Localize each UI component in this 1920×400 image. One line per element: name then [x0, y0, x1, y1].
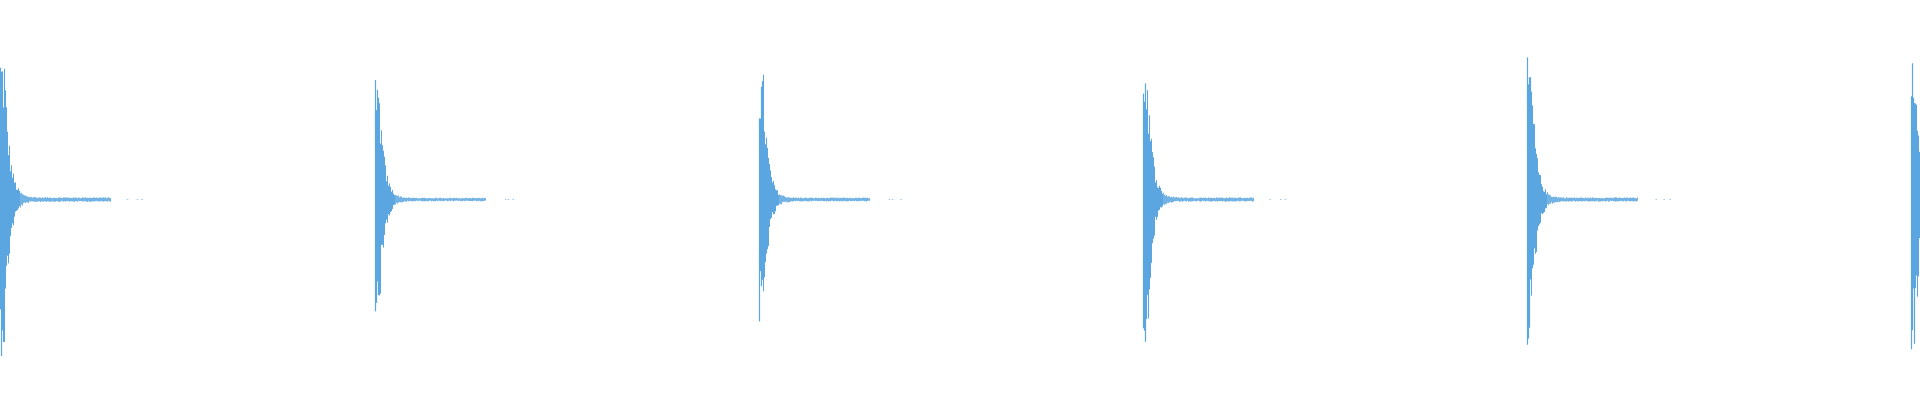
waveform-trail-dot: [512, 199, 514, 200]
waveform-pulse: [758, 74, 902, 322]
waveform-trail-dot: [505, 199, 507, 200]
waveform-pulse: [374, 80, 514, 312]
waveform-trail-dot: [1280, 199, 1282, 200]
waveform-trail-dot: [1269, 199, 1271, 200]
waveform-trail-dot: [507, 199, 510, 200]
waveform-pulse: [1526, 57, 1671, 345]
waveform-trail-dot: [141, 199, 143, 200]
waveform-trail-dot: [888, 199, 891, 200]
waveform-trail-dot: [900, 199, 902, 200]
waveform-trail-dot: [1663, 199, 1665, 200]
waveform-trail-dot: [1655, 199, 1657, 200]
waveform-trail-dot: [1669, 199, 1671, 200]
waveform-pulses: [0, 57, 1920, 356]
waveform-pulse: [0, 67, 143, 356]
waveform-trail-dot: [1284, 199, 1287, 200]
waveform-trail-dot: [891, 199, 894, 200]
waveform-pulse: [1142, 83, 1287, 342]
waveform-pulse: [1910, 63, 1920, 350]
waveform-trail-dot: [136, 199, 139, 200]
waveform-trail-dot: [126, 199, 129, 200]
